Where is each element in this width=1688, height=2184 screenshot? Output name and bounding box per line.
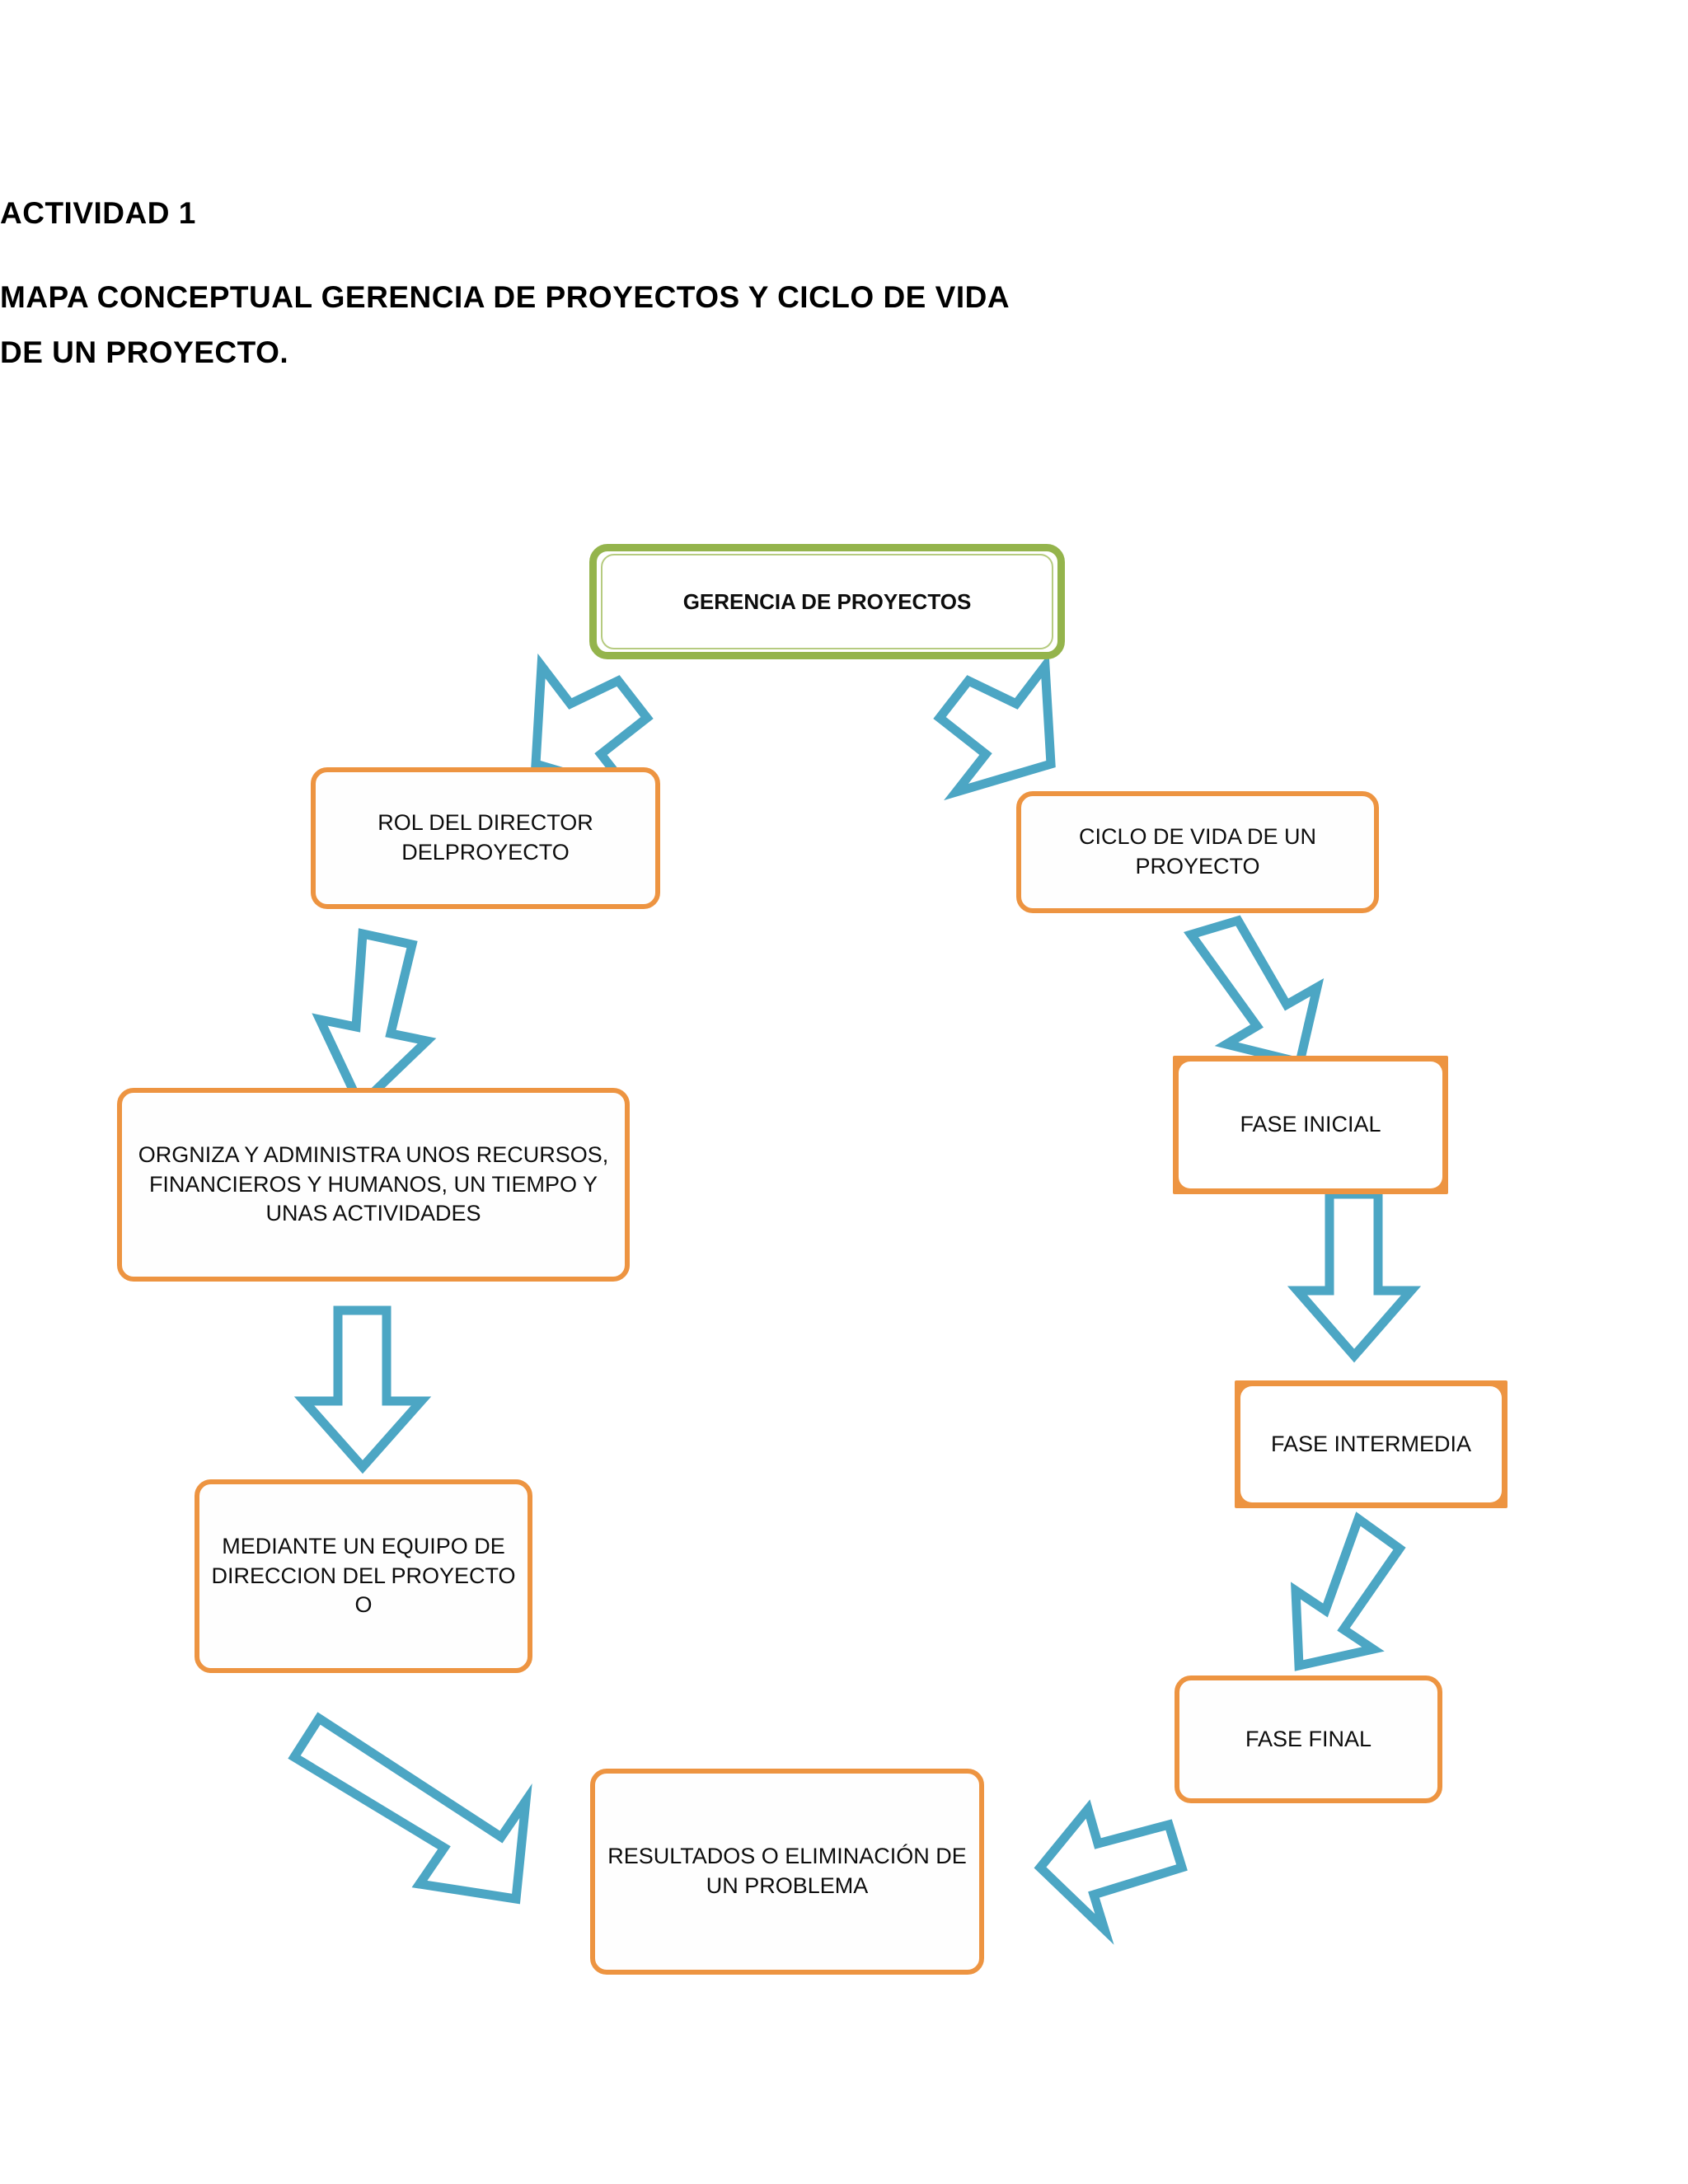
node-mediante-equipo-label: MEDIANTE UN EQUIPO DE DIRECCION DEL PROY… <box>211 1533 516 1618</box>
arrow-fase-inicial-to-fase-intermedia <box>1287 1189 1422 1363</box>
title-line-2: MAPA CONCEPTUAL GERENCIA DE PROYECTOS Y … <box>0 280 1010 314</box>
arrow-rol-director-to-organiza <box>312 928 437 1113</box>
node-rol-del-director[interactable]: ROL DEL DIRECTOR DELPROYECTO <box>311 767 660 909</box>
node-gerencia-de-proyectos-label: GERENCIA DE PROYECTOS <box>682 588 972 614</box>
node-fase-inicial-label: FASE INICIAL <box>1240 1112 1381 1137</box>
arrow-ciclo-vida-to-fase-inicial <box>1184 915 1325 1068</box>
title-line-1: ACTIVIDAD 1 <box>0 196 196 230</box>
title-line-3: DE UN PROYECTO. <box>0 335 289 369</box>
arrow-fase-final-to-resultados <box>1034 1799 1188 1945</box>
arrow-fase-intermedia-to-fase-final <box>1291 1511 1406 1671</box>
node-organiza-administra-label: ORGNIZA Y ADMINISTRA UNOS RECURSOS, FINA… <box>138 1141 609 1226</box>
node-fase-intermedia-inner: FASE INTERMEDIA <box>1240 1386 1502 1502</box>
node-mediante-equipo[interactable]: MEDIANTE UN EQUIPO DE DIRECCION DEL PROY… <box>195 1479 532 1673</box>
node-fase-inicial-inner: FASE INICIAL <box>1179 1062 1442 1188</box>
node-ciclo-de-vida[interactable]: CICLO DE VIDA DE UN PROYECTO <box>1016 791 1379 913</box>
node-gerencia-de-proyectos-inner: GERENCIA DE PROYECTOS <box>601 554 1053 649</box>
node-fase-final-label: FASE FINAL <box>1245 1726 1372 1751</box>
arrow-root-to-ciclo-vida <box>933 653 1056 801</box>
node-organiza-administra[interactable]: ORGNIZA Y ADMINISTRA UNOS RECURSOS, FINA… <box>117 1088 630 1282</box>
node-ciclo-de-vida-label: CICLO DE VIDA DE UN PROYECTO <box>1078 824 1317 879</box>
node-fase-intermedia[interactable]: FASE INTERMEDIA <box>1235 1380 1507 1508</box>
node-fase-intermedia-label: FASE INTERMEDIA <box>1270 1431 1472 1456</box>
node-gerencia-de-proyectos[interactable]: GERENCIA DE PROYECTOS <box>589 544 1065 659</box>
arrow-organiza-to-equipo <box>293 1305 432 1474</box>
node-rol-del-director-label: ROL DEL DIRECTOR DELPROYECTO <box>377 810 593 865</box>
node-fase-final[interactable]: FASE FINAL <box>1175 1675 1442 1803</box>
node-fase-inicial[interactable]: FASE INICIAL <box>1173 1056 1448 1194</box>
arrow-equipo-to-resultados <box>288 1712 532 1905</box>
node-resultados-eliminacion[interactable]: RESULTADOS O ELIMINACIÓN DE UN PROBLEMA <box>590 1769 984 1975</box>
node-resultados-eliminacion-label: RESULTADOS O ELIMINACIÓN DE UN PROBLEMA <box>607 1844 967 1898</box>
